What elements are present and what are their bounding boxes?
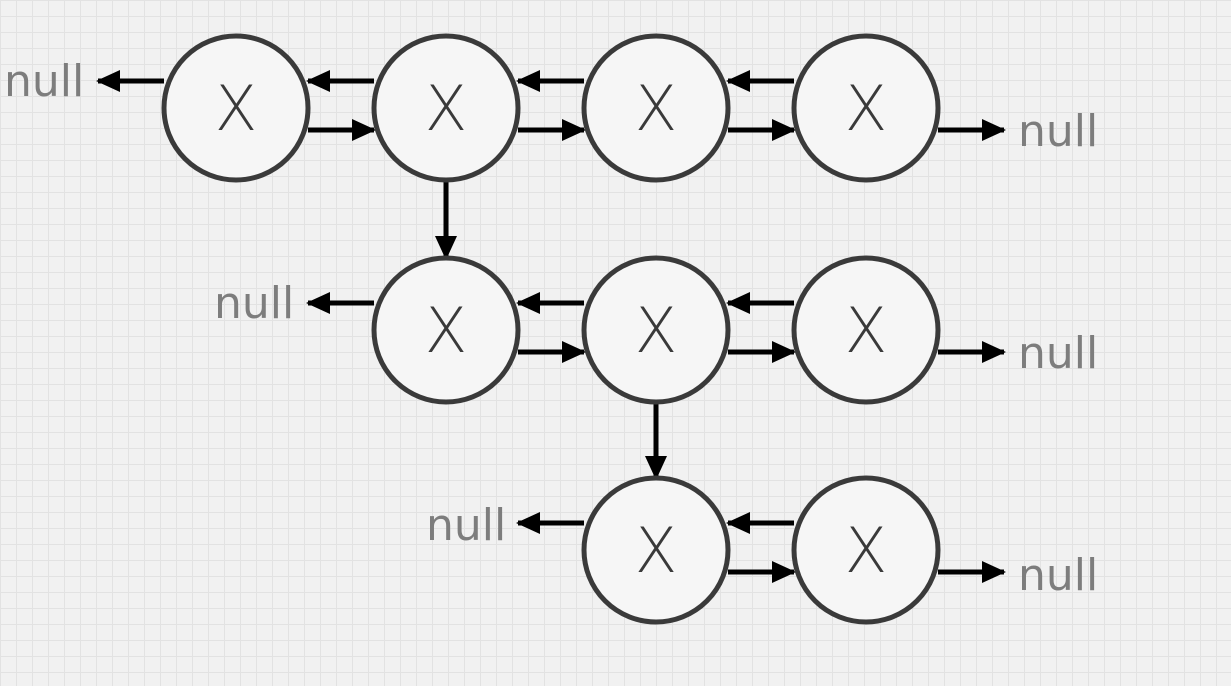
list-node: X <box>791 255 941 405</box>
null-label: null <box>4 56 84 107</box>
node-circle <box>371 33 521 183</box>
list-node: X <box>581 33 731 183</box>
node-label: X <box>635 72 677 145</box>
node-label: X <box>845 514 887 587</box>
node-circle <box>791 33 941 183</box>
list-node: X <box>371 33 521 183</box>
null-label: null <box>1018 106 1098 157</box>
node-circle <box>581 33 731 183</box>
null-label: null <box>1018 550 1098 601</box>
node-circle <box>791 475 941 625</box>
node-circle <box>791 255 941 405</box>
node-label: X <box>845 72 887 145</box>
node-label: X <box>635 514 677 587</box>
node-label: X <box>845 294 887 367</box>
null-label: null <box>426 500 506 551</box>
list-node: X <box>371 255 521 405</box>
node-circle <box>581 475 731 625</box>
list-node: X <box>581 255 731 405</box>
list-node: X <box>791 475 941 625</box>
node-circle <box>371 255 521 405</box>
null-label: null <box>214 278 294 329</box>
node-label: X <box>425 294 467 367</box>
null-labels-layer: null null null null null null <box>4 56 1098 601</box>
node-label: X <box>635 294 677 367</box>
list-node: X <box>161 33 311 183</box>
node-circle <box>581 255 731 405</box>
edges-layer <box>96 70 1006 583</box>
null-label: null <box>1018 328 1098 379</box>
list-node: X <box>791 33 941 183</box>
node-circle <box>161 33 311 183</box>
nodes-layer: X X X X X X X X X <box>161 33 941 625</box>
node-label: X <box>425 72 467 145</box>
node-label: X <box>215 72 257 145</box>
list-node: X <box>581 475 731 625</box>
